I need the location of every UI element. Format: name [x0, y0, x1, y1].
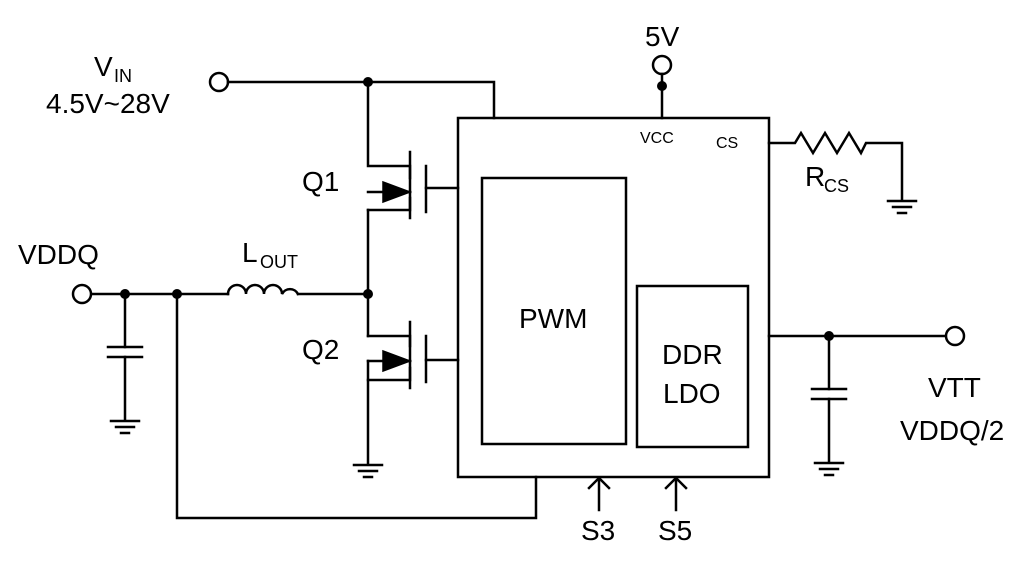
- pwm-label: PWM: [519, 303, 587, 334]
- controller-ic: [456, 116, 771, 479]
- rcs-label: R: [805, 161, 825, 192]
- q1-mosfet: [366, 80, 460, 220]
- lout-label-sub: OUT: [260, 252, 298, 272]
- q2-ground-symbol: [352, 463, 384, 479]
- vddq-terminal: [71, 283, 93, 305]
- 5v-label: 5V: [645, 21, 680, 52]
- vin-wire: [226, 80, 496, 120]
- cs-pin-label: CS: [716, 135, 738, 152]
- lout-inductor: [226, 283, 300, 296]
- s3-label: S3: [581, 515, 615, 546]
- rcs-ground-symbol: [886, 199, 918, 215]
- s5-input-arrow: [664, 476, 688, 512]
- vin-label: V: [94, 51, 113, 82]
- s5-label: S5: [658, 515, 692, 546]
- q1-label: Q1: [302, 166, 339, 197]
- vddq-label: VDDQ: [18, 239, 99, 270]
- q2-label: Q2: [302, 334, 339, 365]
- vcc-pin-label: VCC: [640, 130, 674, 147]
- vtt-cap-ground-symbol: [813, 461, 845, 477]
- rcs-resistor: [767, 130, 904, 202]
- vin-label-sub: IN: [114, 66, 132, 86]
- vtt-label: VTT: [928, 372, 981, 403]
- ldo-label: LDO: [663, 378, 721, 409]
- s3-input-arrow: [587, 476, 611, 512]
- pwm-block: [480, 176, 628, 446]
- ddr-ldo-block: [635, 284, 750, 449]
- vddq-cap-ground-symbol: [109, 419, 141, 435]
- vin-terminal: [208, 71, 230, 93]
- vin-range-label: 4.5V~28V: [46, 88, 170, 119]
- vtt-value-label: VDDQ/2: [900, 415, 1004, 446]
- ddr-label: DDR: [662, 339, 723, 370]
- vddq-capacitor: [106, 292, 144, 422]
- 5v-junction: [657, 81, 667, 91]
- lout-label: L: [242, 237, 258, 268]
- vtt-terminal: [944, 325, 966, 347]
- rcs-label-sub: CS: [824, 176, 849, 196]
- vtt-capacitor: [810, 334, 848, 464]
- vddq-feedback-wire: [175, 292, 538, 520]
- q2-mosfet: [366, 320, 460, 466]
- 5v-terminal: [651, 54, 673, 76]
